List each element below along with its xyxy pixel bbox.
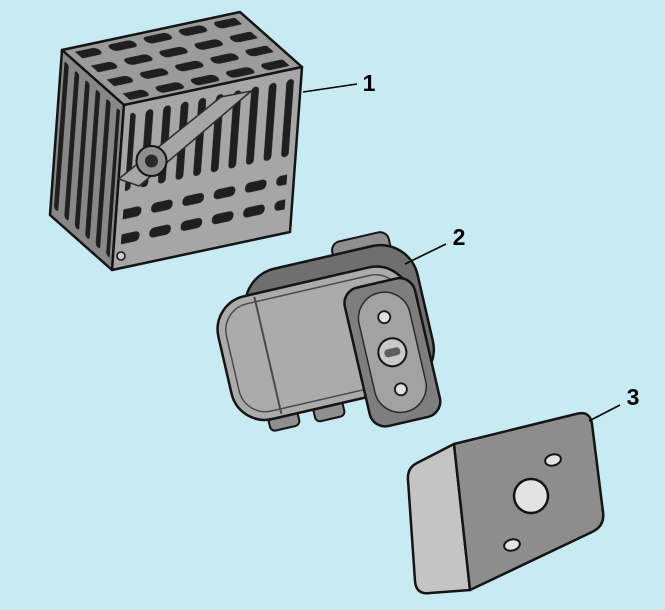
- shield-hole-bottom: [503, 538, 521, 552]
- muffler-port-slot: [384, 347, 401, 358]
- muffler-bolt-hole-top: [377, 310, 392, 325]
- callout-3-leader: [588, 404, 621, 422]
- muffler-cap-seam: [253, 296, 283, 415]
- guard-foot-hole: [116, 251, 126, 261]
- guard-top-slots: [74, 17, 290, 100]
- part-1-muffler-guard: [48, 10, 304, 272]
- callout-2-leader: [404, 243, 447, 265]
- part-2-muffler: [216, 231, 442, 432]
- callout-2: 2: [404, 224, 466, 265]
- guard-mount-hole: [145, 154, 158, 168]
- callout-3: 3: [588, 384, 640, 422]
- shield-bent-flange: [406, 442, 472, 595]
- muffler-bolt-hole-bottom: [394, 382, 408, 397]
- callout-1-label: 1: [363, 70, 376, 96]
- guard-left-slots: [53, 61, 121, 259]
- callout-3-label: 3: [627, 384, 640, 410]
- callout-1: 1: [302, 70, 376, 96]
- guard-front-lower-slots: [119, 167, 288, 259]
- callout-1-leader: [302, 83, 358, 93]
- shield-hole-top: [544, 453, 562, 467]
- shield-center-hole: [512, 477, 550, 515]
- part-3-heat-shield: [406, 411, 605, 595]
- callout-2-label: 2: [453, 224, 466, 250]
